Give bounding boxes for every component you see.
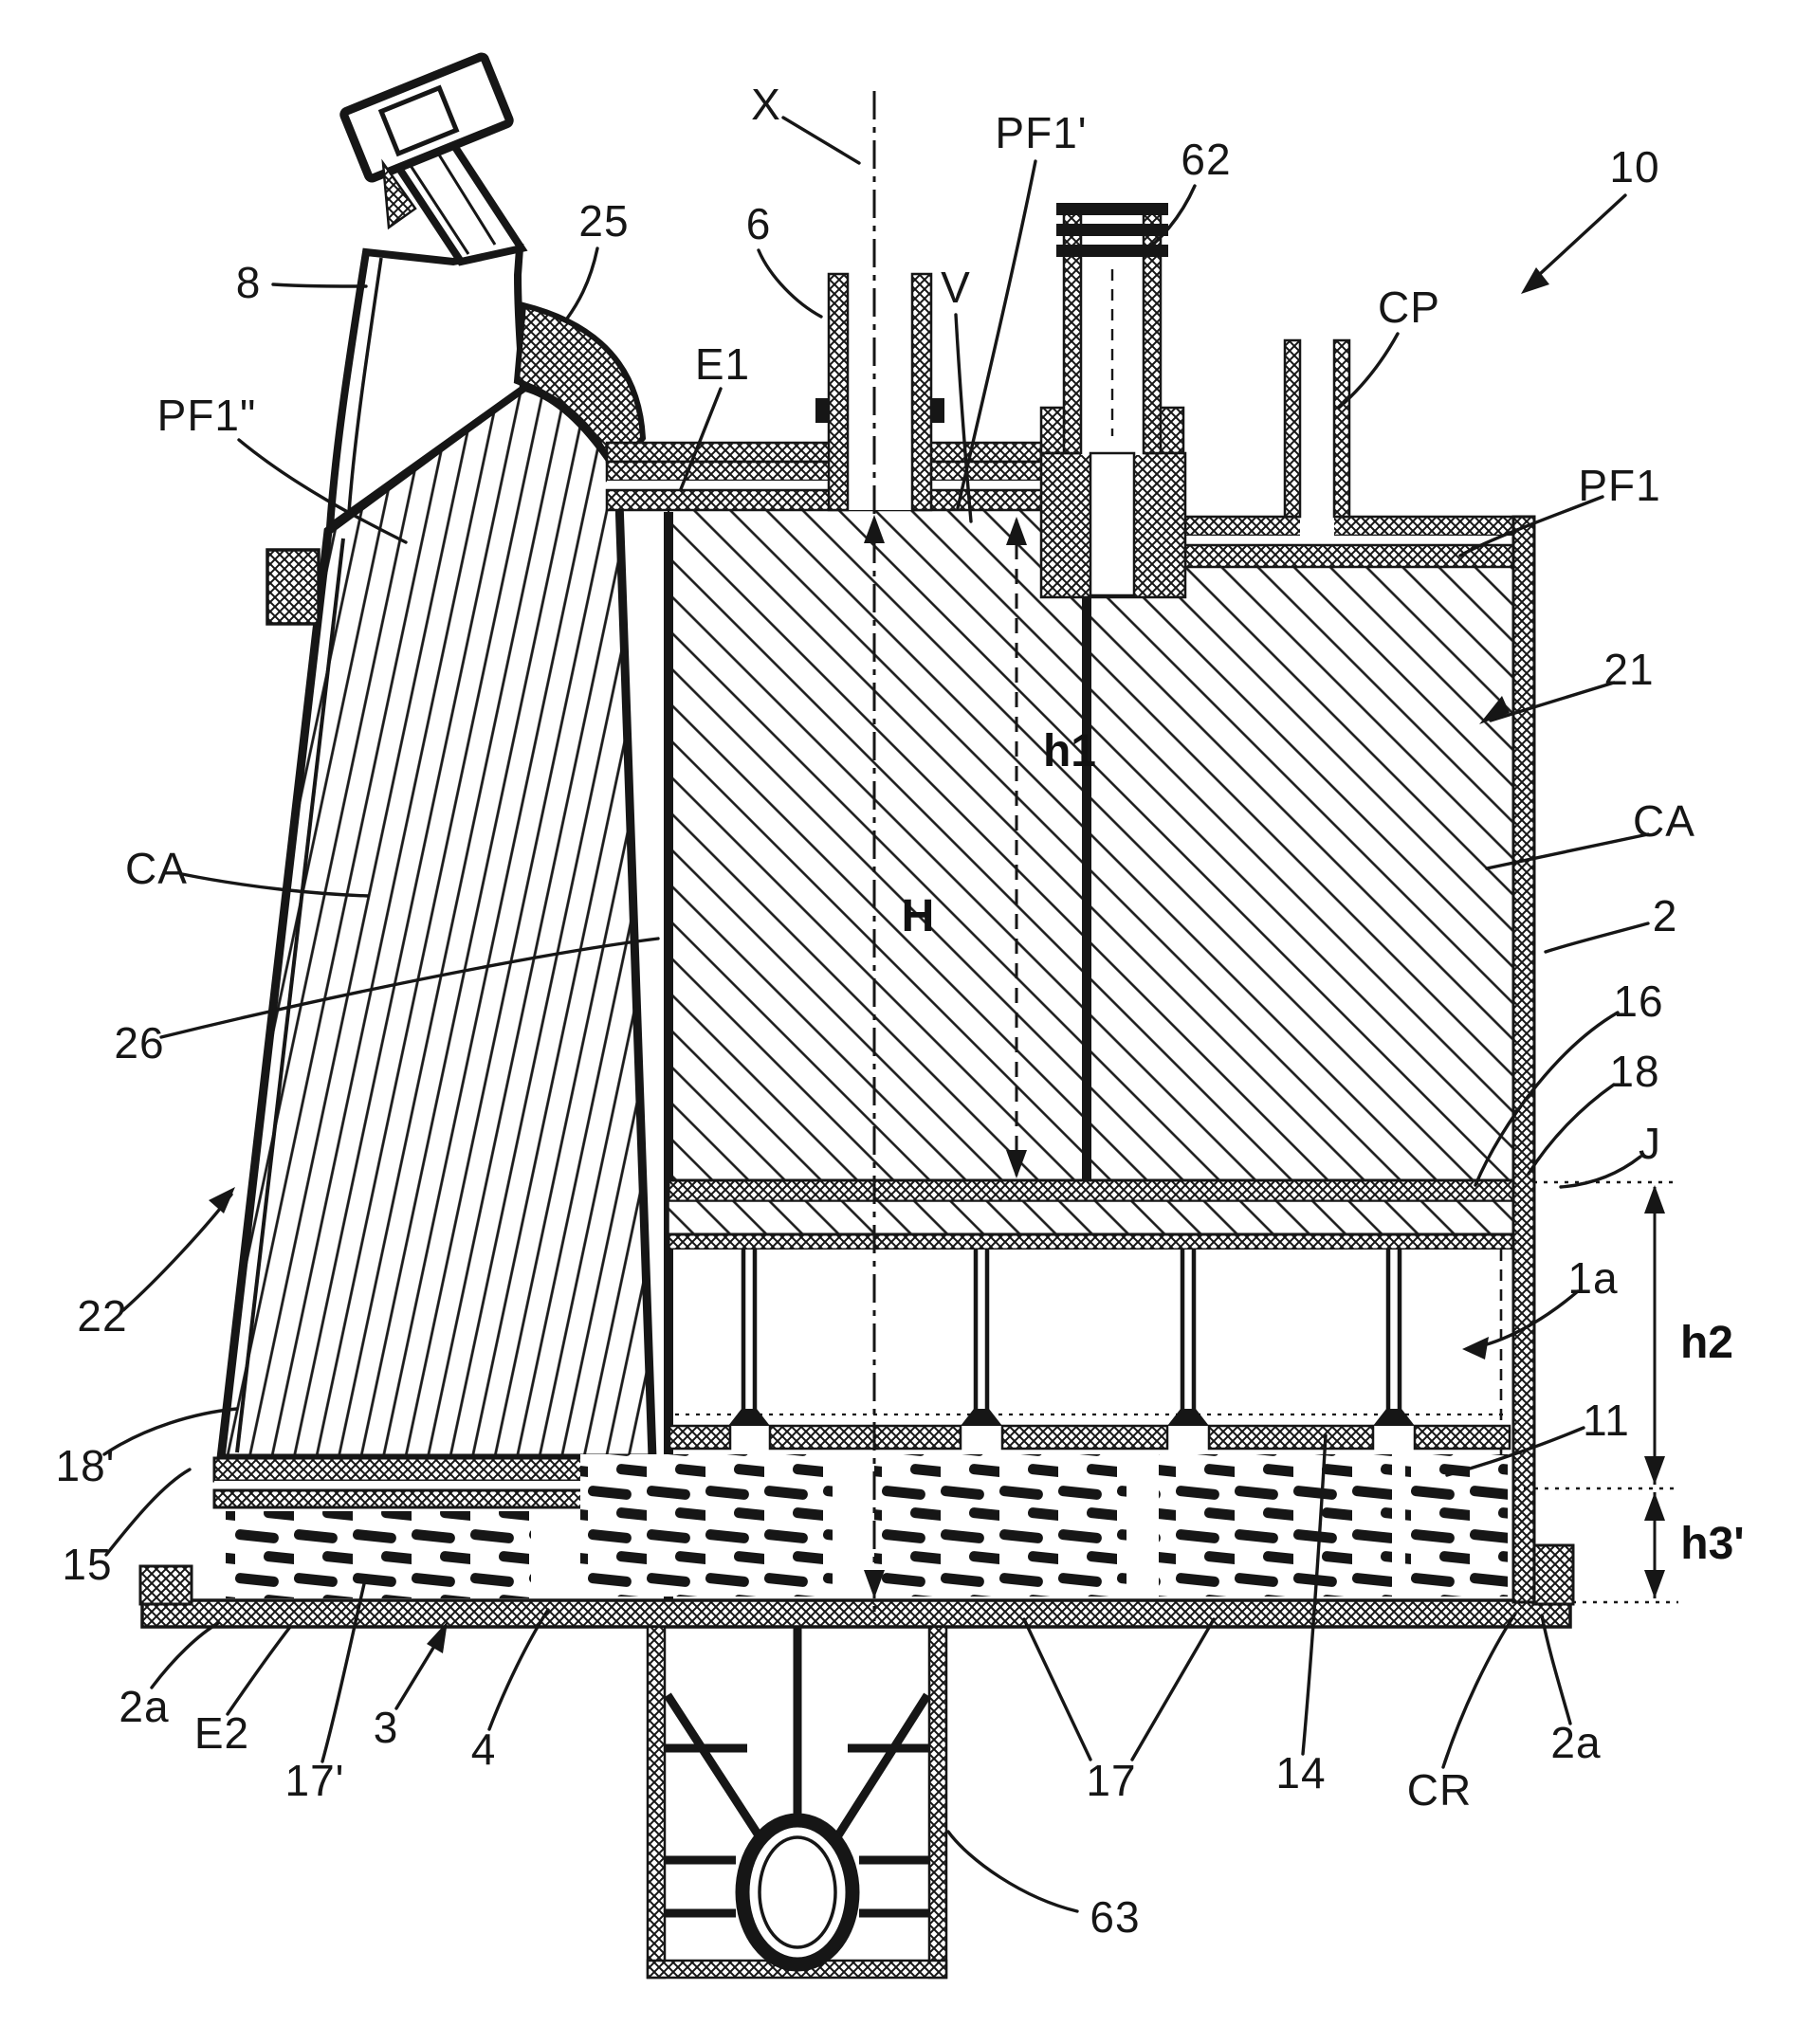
ref-label-63: 63: [1090, 1892, 1140, 1942]
dim-label-h1: h1: [1043, 726, 1096, 776]
inlet-pipe-6: [815, 272, 944, 512]
left-flange-2a: [138, 1564, 193, 1606]
dimension-H: [864, 515, 885, 1598]
ref-label-17: 17: [1086, 1756, 1136, 1805]
central-chamber-v: [668, 509, 1088, 1181]
dim-label-h2: h2: [1680, 1318, 1733, 1368]
rib-chamber-1a: [673, 1250, 1513, 1479]
ref-label-X: X: [751, 80, 781, 129]
vent-pipe-62: [1039, 203, 1187, 599]
ref-label-V: V: [941, 263, 971, 312]
ref-label-62: 62: [1181, 135, 1231, 184]
right-outer-wall: [1511, 515, 1536, 1604]
ref-label-26: 26: [114, 1018, 164, 1068]
right-cap-pf1: [1183, 515, 1517, 569]
ref-label-10: 10: [1609, 142, 1659, 192]
ref-label-2a-right: 2a: [1550, 1718, 1601, 1767]
ref-label-21: 21: [1603, 645, 1654, 694]
separator-plates-16-18: [667, 1178, 1515, 1251]
drain-fitting-63: [646, 1625, 948, 1980]
dimension-h3p: [1513, 1487, 1678, 1604]
ref-label-CR: CR: [1407, 1765, 1472, 1815]
ref-label-15: 15: [62, 1540, 112, 1589]
ref-label-17-prime: 17': [285, 1756, 345, 1805]
ref-label-2: 2: [1653, 891, 1678, 940]
dim-label-h3-prime: h3': [1680, 1519, 1744, 1569]
filler-fitting-8: [325, 52, 647, 536]
ref-label-4: 4: [471, 1725, 497, 1774]
ref-label-1a: 1a: [1567, 1253, 1618, 1303]
right-chamber-21: [1086, 566, 1514, 1181]
ref-label-PF1-dblprime: PF1": [157, 391, 257, 440]
dimension-h1: [1006, 517, 1027, 1178]
purge-pipe-cp: [1283, 338, 1351, 543]
ref-label-J: J: [1639, 1119, 1661, 1168]
dimension-h2: [1533, 1180, 1678, 1485]
filler-flange: [339, 52, 514, 183]
dim-label-H: H: [902, 891, 935, 941]
ref-label-2a-left: 2a: [119, 1682, 169, 1731]
leader-lines: [102, 116, 1650, 1913]
ref-label-25: 25: [578, 196, 629, 246]
ref-label-11: 11: [1583, 1396, 1630, 1445]
ref-label-16: 16: [1613, 976, 1663, 1026]
ref-label-6: 6: [746, 199, 772, 248]
ref-label-22: 22: [77, 1291, 127, 1341]
dome-shoulder-25: [513, 301, 647, 481]
right-flange-2a: [1531, 1543, 1575, 1606]
ref-label-3: 3: [374, 1703, 399, 1752]
ref-label-E2: E2: [194, 1708, 249, 1758]
side-nub: [266, 548, 321, 626]
ref-label-CP: CP: [1378, 283, 1440, 332]
ref-label-PF1: PF1: [1578, 461, 1660, 510]
ref-label-E1: E1: [695, 339, 750, 389]
ref-label-CA-right: CA: [1633, 796, 1695, 846]
ref-label-14: 14: [1275, 1748, 1326, 1798]
ref-label-PF1-prime: PF1': [995, 108, 1087, 157]
ref-label-8: 8: [236, 258, 262, 307]
spring-seat-plate-11: [668, 1424, 1511, 1451]
ref-label-CA-left: CA: [125, 844, 188, 893]
ref-label-18: 18: [1609, 1047, 1659, 1096]
ref-label-18-prime: 18': [56, 1441, 116, 1490]
spring-rows: [226, 1454, 1508, 1598]
bottom-shell: [138, 1543, 1575, 1629]
